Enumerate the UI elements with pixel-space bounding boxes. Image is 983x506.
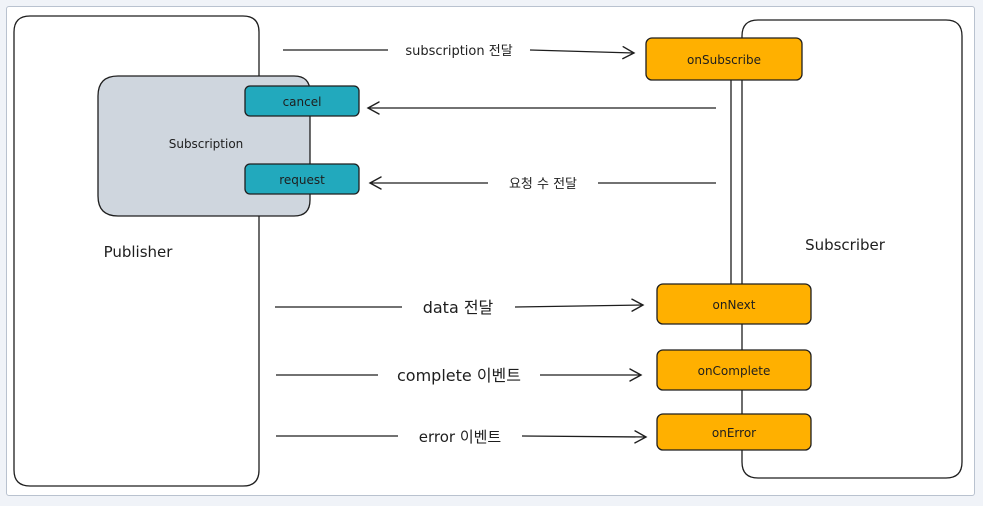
on-complete-method: onComplete	[656, 349, 812, 391]
on-subscribe-method: onSubscribe	[645, 37, 803, 81]
arrow-subscription-pass-label: subscription 전달	[405, 44, 512, 59]
arrow-complete-event-label: complete 이벤트	[397, 366, 521, 385]
cancel-label: cancel	[283, 95, 322, 109]
on-complete-label: onComplete	[698, 364, 771, 378]
arrow-complete-event: complete 이벤트	[276, 366, 643, 385]
on-error-label: onError	[712, 426, 756, 440]
on-next-label: onNext	[713, 298, 756, 312]
arrow-error-event-label: error 이벤트	[419, 428, 502, 446]
arrow-error-event: error 이벤트	[276, 428, 648, 446]
arrow-subscription-pass: subscription 전달	[283, 44, 636, 60]
arrow-request-count: 요청 수 전달	[368, 176, 716, 192]
arrow-data-pass-label: data 전달	[423, 298, 494, 317]
arrow-data-pass: data 전달	[275, 298, 645, 317]
on-next-method: onNext	[656, 283, 812, 325]
cancel-method: cancel	[244, 85, 360, 117]
on-subscribe-label: onSubscribe	[687, 53, 761, 67]
publisher-label: Publisher	[104, 243, 174, 261]
on-error-method: onError	[656, 413, 812, 451]
subscription-label: Subscription	[169, 137, 244, 151]
request-method: request	[244, 163, 360, 195]
request-label: request	[279, 173, 325, 187]
arrow-request-count-label: 요청 수 전달	[509, 177, 577, 192]
subscriber-label: Subscriber	[805, 236, 886, 254]
